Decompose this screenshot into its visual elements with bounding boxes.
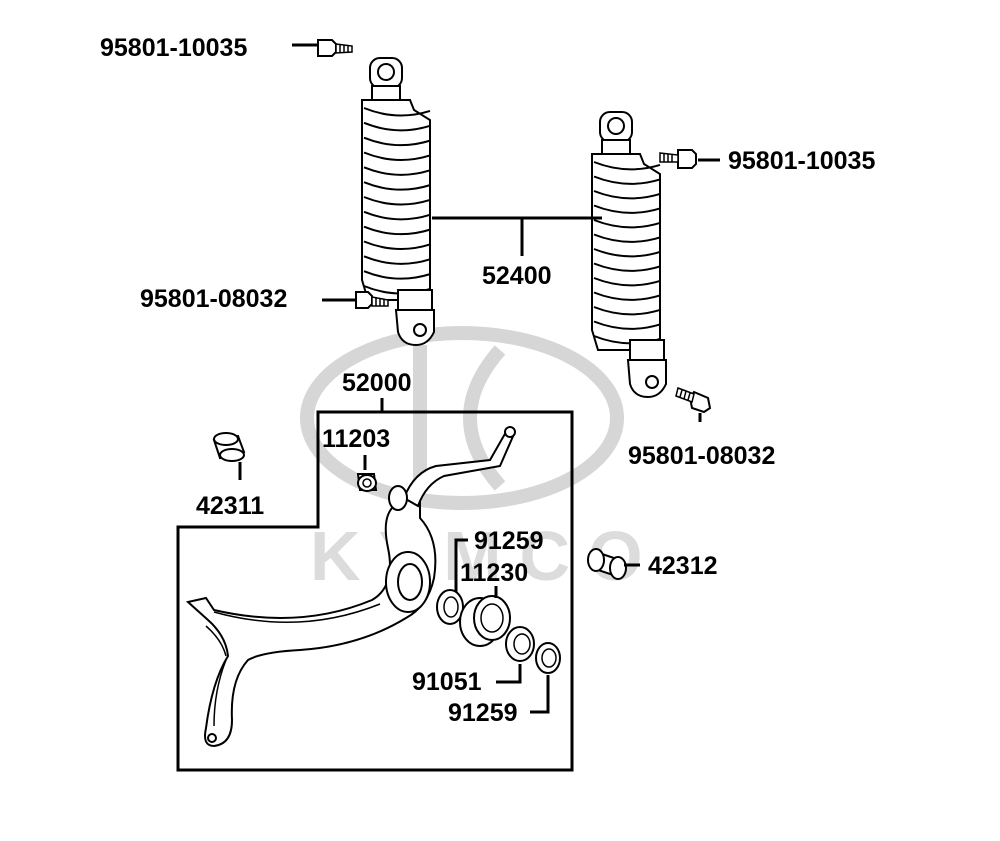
label-bushing-small: 11203 xyxy=(322,425,390,453)
spring-coil xyxy=(363,121,431,132)
spring-coil xyxy=(593,320,661,330)
spring-coil xyxy=(593,248,661,258)
spring-coil xyxy=(363,196,431,206)
bolt-lower-left xyxy=(355,291,389,309)
oil-seal-top xyxy=(436,589,464,625)
spring-coil xyxy=(593,175,661,185)
spring-coil xyxy=(593,233,661,243)
bolt-upper-right xyxy=(659,149,697,169)
bearing-housing xyxy=(459,595,511,647)
spring-coil xyxy=(593,277,661,287)
brand-watermark: KYMCO xyxy=(300,326,661,595)
spring-coil xyxy=(363,136,431,147)
bushing-small xyxy=(356,473,378,492)
spring-coil xyxy=(363,151,431,162)
spring-coil xyxy=(363,181,431,191)
spring-coil xyxy=(593,306,661,316)
part-labels: 95801-10035 95801-10035 52400 95801-0803… xyxy=(100,34,875,727)
bolt-lower-right xyxy=(675,387,712,414)
spring-coil xyxy=(363,107,431,117)
spring-coil xyxy=(363,240,431,251)
label-oil-seal-top: 91259 xyxy=(474,527,544,555)
oil-seal-bottom xyxy=(535,642,561,674)
spring-coil xyxy=(363,270,431,280)
bolt-upper-left xyxy=(317,39,353,57)
label-shock-assembly: 52400 xyxy=(482,262,552,290)
spring-coil xyxy=(363,225,431,236)
label-collar-right: 42312 xyxy=(648,552,718,580)
label-swing-arm-assembly: 52000 xyxy=(342,369,412,397)
label-bearing: 91051 xyxy=(412,668,482,696)
swing-arm-stay xyxy=(185,426,516,748)
shock-absorber-left xyxy=(361,57,435,347)
spring-coil xyxy=(593,291,661,301)
label-bolt-upper-left: 95801-10035 xyxy=(100,34,247,62)
spring-coil xyxy=(363,210,431,221)
label-bolt-lower-right: 95801-08032 xyxy=(628,442,775,470)
spring-coil xyxy=(593,204,661,214)
leader-lines xyxy=(238,43,720,714)
spring-coil xyxy=(363,166,431,176)
label-bolt-lower-left: 95801-08032 xyxy=(140,285,287,313)
spring-coil xyxy=(593,219,661,229)
spring-coil xyxy=(593,161,661,171)
label-bolt-upper-right: 95801-10035 xyxy=(728,147,875,175)
spring-coil xyxy=(593,262,661,272)
watermark-brand-text: KYMCO xyxy=(310,517,661,595)
spring-coil xyxy=(363,255,431,265)
assembly-outline xyxy=(176,410,574,772)
shock-absorber-right xyxy=(591,111,667,399)
label-bearing-housing: 11230 xyxy=(460,559,528,587)
spring-coil xyxy=(593,190,661,200)
label-oil-seal-bottom: 91259 xyxy=(448,699,518,727)
label-collar-left: 42311 xyxy=(196,492,264,520)
bearing xyxy=(505,626,535,662)
collar-right xyxy=(587,548,627,580)
collar-left xyxy=(212,432,246,462)
